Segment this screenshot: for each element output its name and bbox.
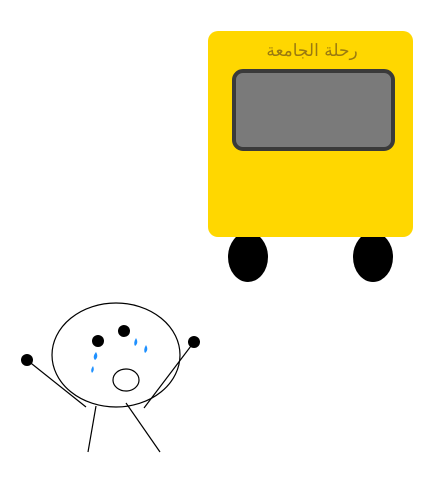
tear-icon [91, 366, 94, 373]
person-mouth [112, 368, 140, 392]
person-head [51, 302, 181, 408]
bus-wheel-right [353, 232, 393, 282]
crying-person [21, 302, 200, 453]
person-leg-left [87, 405, 97, 453]
person-leg-right [125, 402, 161, 453]
tear-icon [144, 345, 148, 353]
bus-window [232, 69, 395, 151]
person-eye-right [118, 325, 130, 337]
bus-wheel-left [228, 232, 268, 282]
bus: رحلة الجامعة [208, 31, 413, 282]
bus-title: رحلة الجامعة [266, 41, 357, 61]
person-eye-left [92, 335, 104, 347]
person-hand-left [21, 354, 33, 366]
person-arm-left [26, 359, 87, 408]
tear-icon [134, 338, 138, 346]
person-arm-right [143, 341, 195, 409]
person-hand-right [188, 336, 200, 348]
tear-icon [93, 352, 98, 360]
